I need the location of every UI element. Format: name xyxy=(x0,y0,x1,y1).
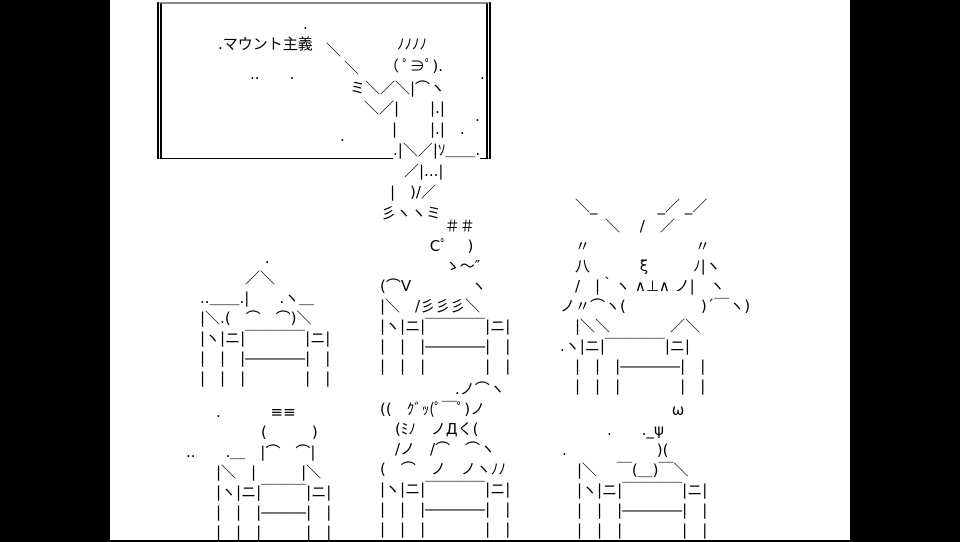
art-line: . xyxy=(200,249,270,267)
art-line: . ≡≡ xyxy=(186,403,296,421)
teacher-body: ＼／| xyxy=(364,99,400,117)
art-line: | | | | | xyxy=(200,369,331,387)
art-line: ..＿＿.| .ヽ＿ xyxy=(200,289,315,307)
teacher-arm: ミ＼／＼|⌒ヽ xyxy=(350,79,446,97)
art-line: |ヽ|ニ|￣￣￣|ニ| xyxy=(186,483,332,501)
student-bottom-left: . ≡≡ ( ).. .＿ |⌒ ⌒| |＼ | |＼ |ヽ|ニ|￣￣￣|ニ| … xyxy=(186,402,331,542)
art-line: 〃 〃 xyxy=(560,237,711,255)
teacher-face: （ ﾟ∋ﾟ). xyxy=(384,57,443,75)
art-line: (⌒V ヽ xyxy=(380,277,487,295)
art-line: .ノ⌒ヽ xyxy=(380,380,505,398)
art-line: | | | | | xyxy=(380,357,511,375)
board-label: .マウント主義 xyxy=(218,35,313,53)
art-line: | | | | | xyxy=(560,377,706,395)
art-line: | | |―――| | xyxy=(186,503,332,521)
art-line: ＃＃ xyxy=(380,217,475,235)
art-line: ( ⌒ ノ ノヽﾉﾉ xyxy=(380,460,506,478)
art-line: ＼ / ／ xyxy=(560,217,675,235)
art-line: | | |――――| | xyxy=(560,357,706,375)
student-top-right: ＼_ _／ _／ ＼ / ／ 〃 〃 八 ξ ﾉ|ヽ / |｀ヽ ∧⊥∧ ノ| … xyxy=(560,196,750,396)
art-line: ＼_ _／ _／ xyxy=(560,197,708,215)
student-top-middle: ＃＃ Cﾟ ) ゝ～″ (⌒V ヽ |＼ /彡彡彡＼ |ヽ|ニ|￣￣￣￣|ニ| | | … xyxy=(380,216,510,376)
blackboard xyxy=(157,2,491,159)
art-line: | | | | | xyxy=(562,521,708,539)
art-line: |＼ /彡彡彡＼ xyxy=(380,297,481,315)
art-line: |＼ | |＼ xyxy=(186,463,322,481)
teacher-legs: .|＼／|ｿ＿＿. xyxy=(393,140,481,160)
art-line: / |｀ヽ ∧⊥∧ ノ| ヽ xyxy=(560,277,725,295)
art-line: |＼.( ⌒ ⌒)＼ xyxy=(200,309,312,327)
art-line: /ノ /⌒ ⌒ヽ xyxy=(380,440,496,458)
teacher-body: |.| xyxy=(430,99,445,117)
art-line: | | |――――| | xyxy=(200,349,331,367)
art-line: ／＼ xyxy=(200,269,276,287)
board-dot: . xyxy=(480,65,485,83)
student-top-left: . ／＼ ..＿＿.| .ヽ＿ |＼.( ⌒ ⌒)＼ |ヽ|ニ|￣￣￣￣|ニ| | | … xyxy=(200,248,330,388)
board-dot: . xyxy=(340,127,345,145)
art-line: | | | | | xyxy=(186,523,332,541)
art-line: . ._ψ xyxy=(562,421,664,439)
art-line: |＼ ￣(＿)￣＼ xyxy=(562,461,689,479)
art-line: |ヽ|ニ|￣￣￣￣|ニ| xyxy=(380,480,511,498)
art-line: (( ｸﾞｯ(ﾟ￣ﾟ)ノ xyxy=(380,400,486,418)
art-line: .. .＿ |⌒ ⌒| xyxy=(186,443,316,461)
art-line: ゝ～″ xyxy=(380,257,481,275)
art-line: | | | | | xyxy=(380,520,511,538)
art-line: ノ〃⌒ヽ( )´￣ヽ) xyxy=(560,297,751,315)
art-line: | | |――――| | xyxy=(380,500,511,518)
pointer-stroke: ＼ xyxy=(344,59,360,77)
art-line: |ヽ|ニ|￣￣￣￣|ニ| xyxy=(562,481,708,499)
art-line: 八 ξ ﾉ|ヽ xyxy=(560,257,721,275)
art-line: Cﾟ ) xyxy=(380,237,474,255)
teacher-body: | xyxy=(392,120,398,138)
art-line: |＼＼ ／＼ xyxy=(560,317,701,335)
teacher-hair: ﾉﾉﾉﾉ xyxy=(397,35,428,53)
board-dot: . xyxy=(475,107,480,125)
art-line: . )( xyxy=(562,441,669,459)
teacher-body: |.| . xyxy=(430,120,465,138)
student-bottom-middle: .ノ⌒ヽ (( ｸﾞｯ(ﾟ￣ﾟ)ノ (ﾐﾉ ノДく( /ノ /⌒ ⌒ヽ ( ⌒ ノ … xyxy=(380,379,510,539)
board-dots: .. . xyxy=(250,65,295,83)
pointer-stroke: ＼ xyxy=(326,41,342,59)
student-bottom-right: ω . ._ψ . )( |＼ ￣(＿)￣＼ |ヽ|ニ|￣￣￣￣|ニ| | | |… xyxy=(562,400,707,540)
teacher-feet: 彡ヽヽミ xyxy=(381,204,442,222)
art-line: |ヽ|ニ|￣￣￣￣|ニ| xyxy=(380,317,511,335)
art-line: .ヽ|ニ|￣￣￣￣|ニ| xyxy=(560,337,690,355)
art-line: | | |――――| | xyxy=(562,501,708,519)
board-dot: . xyxy=(303,15,308,33)
art-line: ( ) xyxy=(186,423,318,441)
ascii-art-canvas xyxy=(110,0,850,540)
teacher-legs: ／|...| xyxy=(404,162,444,180)
art-line: |ヽ|ニ|￣￣￣￣|ニ| xyxy=(200,329,331,347)
art-line: ω xyxy=(562,401,685,419)
art-line: (ﾐﾉ ノДく( xyxy=(380,420,479,438)
teacher-legs: | )/／ xyxy=(390,183,436,201)
art-line: | | |――――| | xyxy=(380,337,511,355)
